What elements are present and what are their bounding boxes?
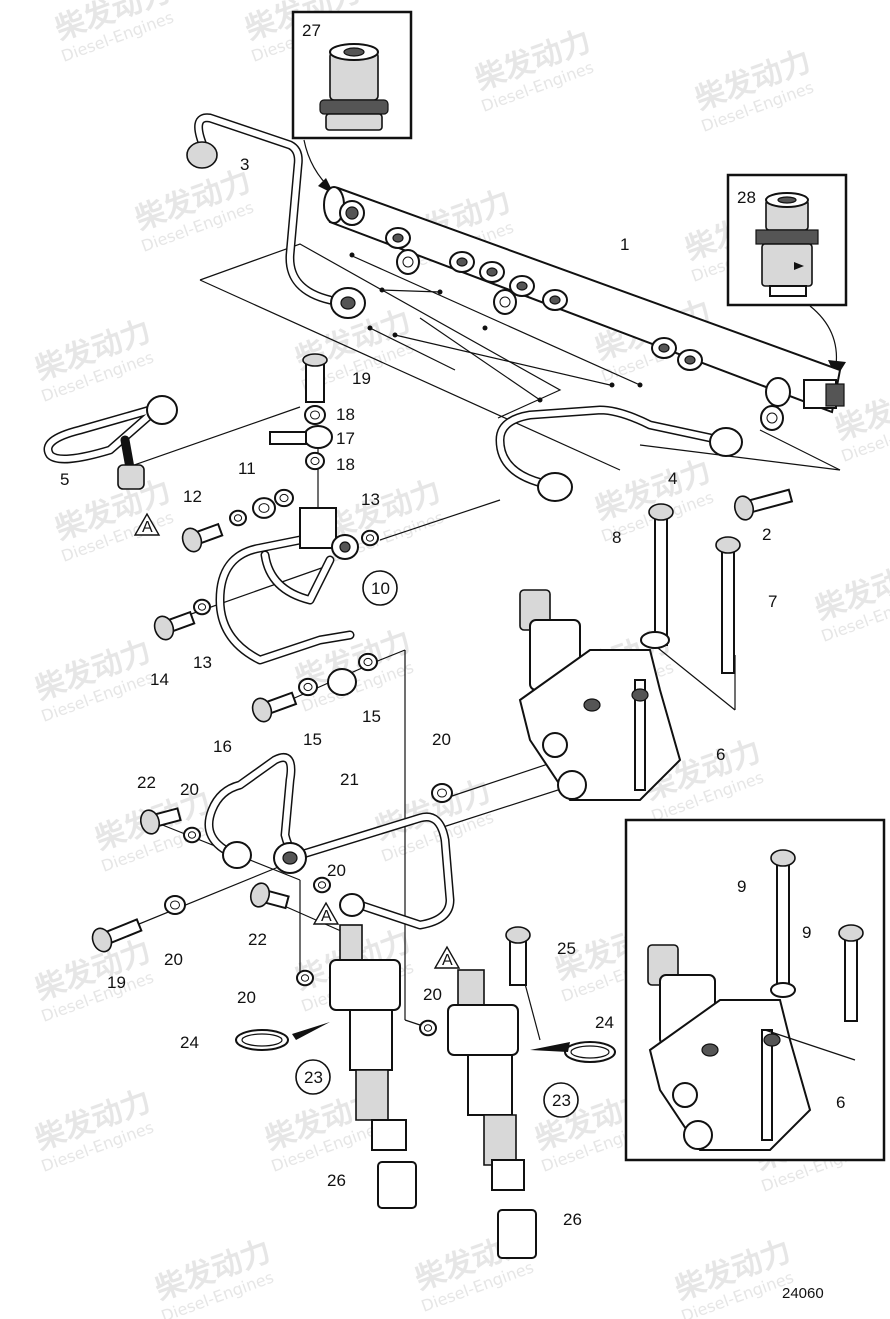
callout-circle-23-right bbox=[543, 1082, 579, 1118]
pipe-10-assembly bbox=[215, 440, 359, 696]
reference-marker-a: A bbox=[312, 901, 340, 925]
callout-26: 26 bbox=[563, 1210, 582, 1229]
callout-9: 9 bbox=[802, 923, 811, 942]
callout-22: 22 bbox=[137, 773, 156, 792]
o-rings-24 bbox=[235, 1022, 616, 1063]
unit-pump-right bbox=[447, 969, 537, 1259]
callout-27: 27 bbox=[302, 21, 321, 40]
pipe-4 bbox=[495, 405, 743, 502]
high-pressure-pump bbox=[518, 589, 682, 801]
pressure-relief-valve-drawing bbox=[319, 43, 389, 131]
callout-6: 6 bbox=[836, 1093, 845, 1112]
callout-circle-10 bbox=[362, 570, 398, 606]
callout-18: 18 bbox=[336, 455, 355, 474]
callout-19: 19 bbox=[107, 973, 126, 992]
svg-text:A: A bbox=[321, 908, 332, 925]
callout-20: 20 bbox=[180, 780, 199, 799]
callout-23: 23 bbox=[304, 1068, 323, 1087]
callout-9: 9 bbox=[737, 877, 746, 896]
callout-22: 22 bbox=[248, 930, 267, 949]
callout-5: 5 bbox=[60, 470, 69, 489]
callout-20: 20 bbox=[432, 730, 451, 749]
callout-7: 7 bbox=[768, 592, 777, 611]
callout-25: 25 bbox=[557, 939, 576, 958]
callout-23: 23 bbox=[552, 1091, 571, 1110]
callout-19: 19 bbox=[352, 369, 371, 388]
svg-text:A: A bbox=[442, 952, 453, 969]
callout-12: 12 bbox=[183, 487, 202, 506]
callout-17: 17 bbox=[336, 429, 355, 448]
svg-text:A: A bbox=[142, 519, 153, 536]
callout-13: 13 bbox=[193, 653, 212, 672]
callout-20: 20 bbox=[423, 985, 442, 1004]
callout-14: 14 bbox=[150, 670, 169, 689]
callout-11: 11 bbox=[238, 459, 256, 478]
inset-pump-drawing bbox=[647, 944, 856, 1151]
callout-15: 15 bbox=[362, 707, 381, 726]
callout-24: 24 bbox=[595, 1013, 614, 1032]
unit-pump-left bbox=[329, 924, 417, 1209]
callout-10: 10 bbox=[371, 579, 390, 598]
callout-13: 13 bbox=[361, 490, 380, 509]
callout-15: 15 bbox=[303, 730, 322, 749]
pipe-5 bbox=[43, 395, 178, 490]
callout-21: 21 bbox=[340, 770, 359, 789]
callout-28: 28 bbox=[737, 188, 756, 207]
callout-16: 16 bbox=[213, 737, 232, 756]
callout-circle-23-left bbox=[295, 1059, 331, 1095]
callout-3: 3 bbox=[240, 155, 249, 174]
callout-2: 2 bbox=[762, 525, 771, 544]
pipe-21 bbox=[204, 753, 455, 930]
callout-18: 18 bbox=[336, 405, 355, 424]
callout-6: 6 bbox=[716, 745, 725, 764]
callout-20: 20 bbox=[327, 861, 346, 880]
arrow-28-to-rail bbox=[809, 305, 838, 367]
callout-4: 4 bbox=[668, 469, 677, 488]
callout-1: 1 bbox=[620, 235, 629, 254]
callout-20: 20 bbox=[237, 988, 256, 1007]
fuel-rail bbox=[323, 186, 845, 431]
callout-20: 20 bbox=[164, 950, 183, 969]
pressure-sensor-drawing bbox=[755, 192, 819, 297]
callout-26: 26 bbox=[327, 1171, 346, 1190]
figure-code: 24060 bbox=[782, 1285, 824, 1302]
reference-marker-a: A bbox=[433, 945, 461, 969]
callout-24: 24 bbox=[180, 1033, 199, 1052]
pipe-3 bbox=[186, 113, 366, 319]
reference-marker-a: A bbox=[133, 512, 161, 536]
callout-8: 8 bbox=[612, 528, 621, 547]
